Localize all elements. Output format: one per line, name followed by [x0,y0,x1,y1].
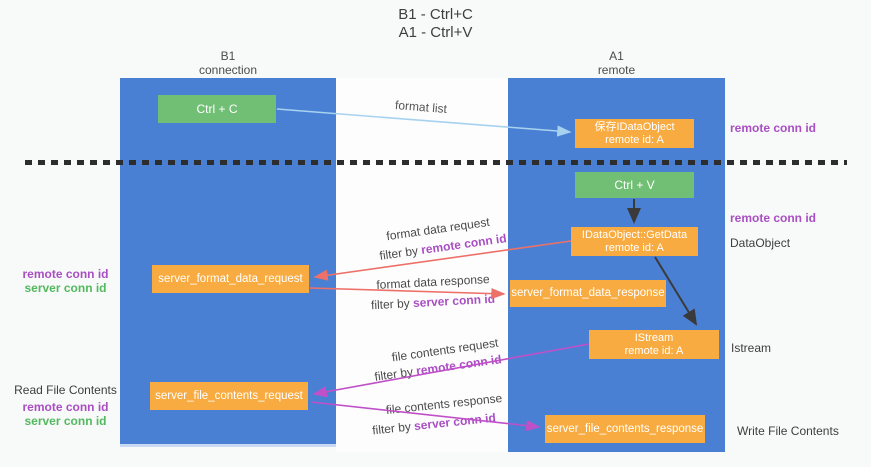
remote-conn-id-label-left-1: remote conn id [22,267,109,281]
lane-right-title: A1 [609,49,624,63]
write-file-contents-label: Write File Contents [737,424,839,438]
lane-left-subtitle: connection [198,63,258,77]
istream-line2: remote id: A [624,345,684,357]
server-conn-id-label-left-1: server conn id [24,281,107,295]
lane-right-subtitle: remote [597,63,636,77]
lane-header-left: B1 connection [120,49,336,77]
read-file-contents-label: Read File Contents [14,383,117,397]
server-format-data-response-box: server_format_data_response [510,280,666,307]
idataobject-getdata-box: IDataObject::GetData remote id: A [571,227,698,256]
remote-conn-id-label-left-2: remote conn id [22,400,109,414]
diagram-title: B1 - Ctrl+C A1 - Ctrl+V [0,6,871,42]
title-line-1: B1 - Ctrl+C [398,6,473,23]
filter-by-text: filter by [370,296,411,313]
ctrl-v-box: Ctrl + V [575,172,694,198]
save-idataobject-line1: 保存IDataObject [594,121,675,133]
ctrl-c-box: Ctrl + C [158,95,276,123]
lane-left-title: B1 [220,49,236,63]
getdata-line1: IDataObject::GetData [581,229,688,241]
remote-conn-id-label-mid: remote conn id [730,211,817,225]
getdata-line2: remote id: A [605,242,664,254]
istream-box: IStream remote id: A [589,330,719,359]
istream-label: Istream [731,341,772,355]
dataobject-label: DataObject [730,236,791,250]
title-line-2: A1 - Ctrl+V [398,24,473,41]
session-divider-dashed-line [25,160,847,165]
istream-line1: IStream [634,332,674,344]
server-file-contents-response-box: server_file_contents_response [545,415,705,443]
server-conn-id-label-left-2: server conn id [24,414,107,428]
server-file-contents-request-box: server_file_contents_request [150,382,308,410]
save-idataobject-line2: remote id: A [605,134,664,146]
server-format-data-request-box: server_format_data_request [152,265,309,293]
lane-header-right: A1 remote [508,49,725,77]
remote-conn-id-label-top: remote conn id [730,121,817,135]
save-idataobject-box: 保存IDataObject remote id: A [575,119,694,148]
